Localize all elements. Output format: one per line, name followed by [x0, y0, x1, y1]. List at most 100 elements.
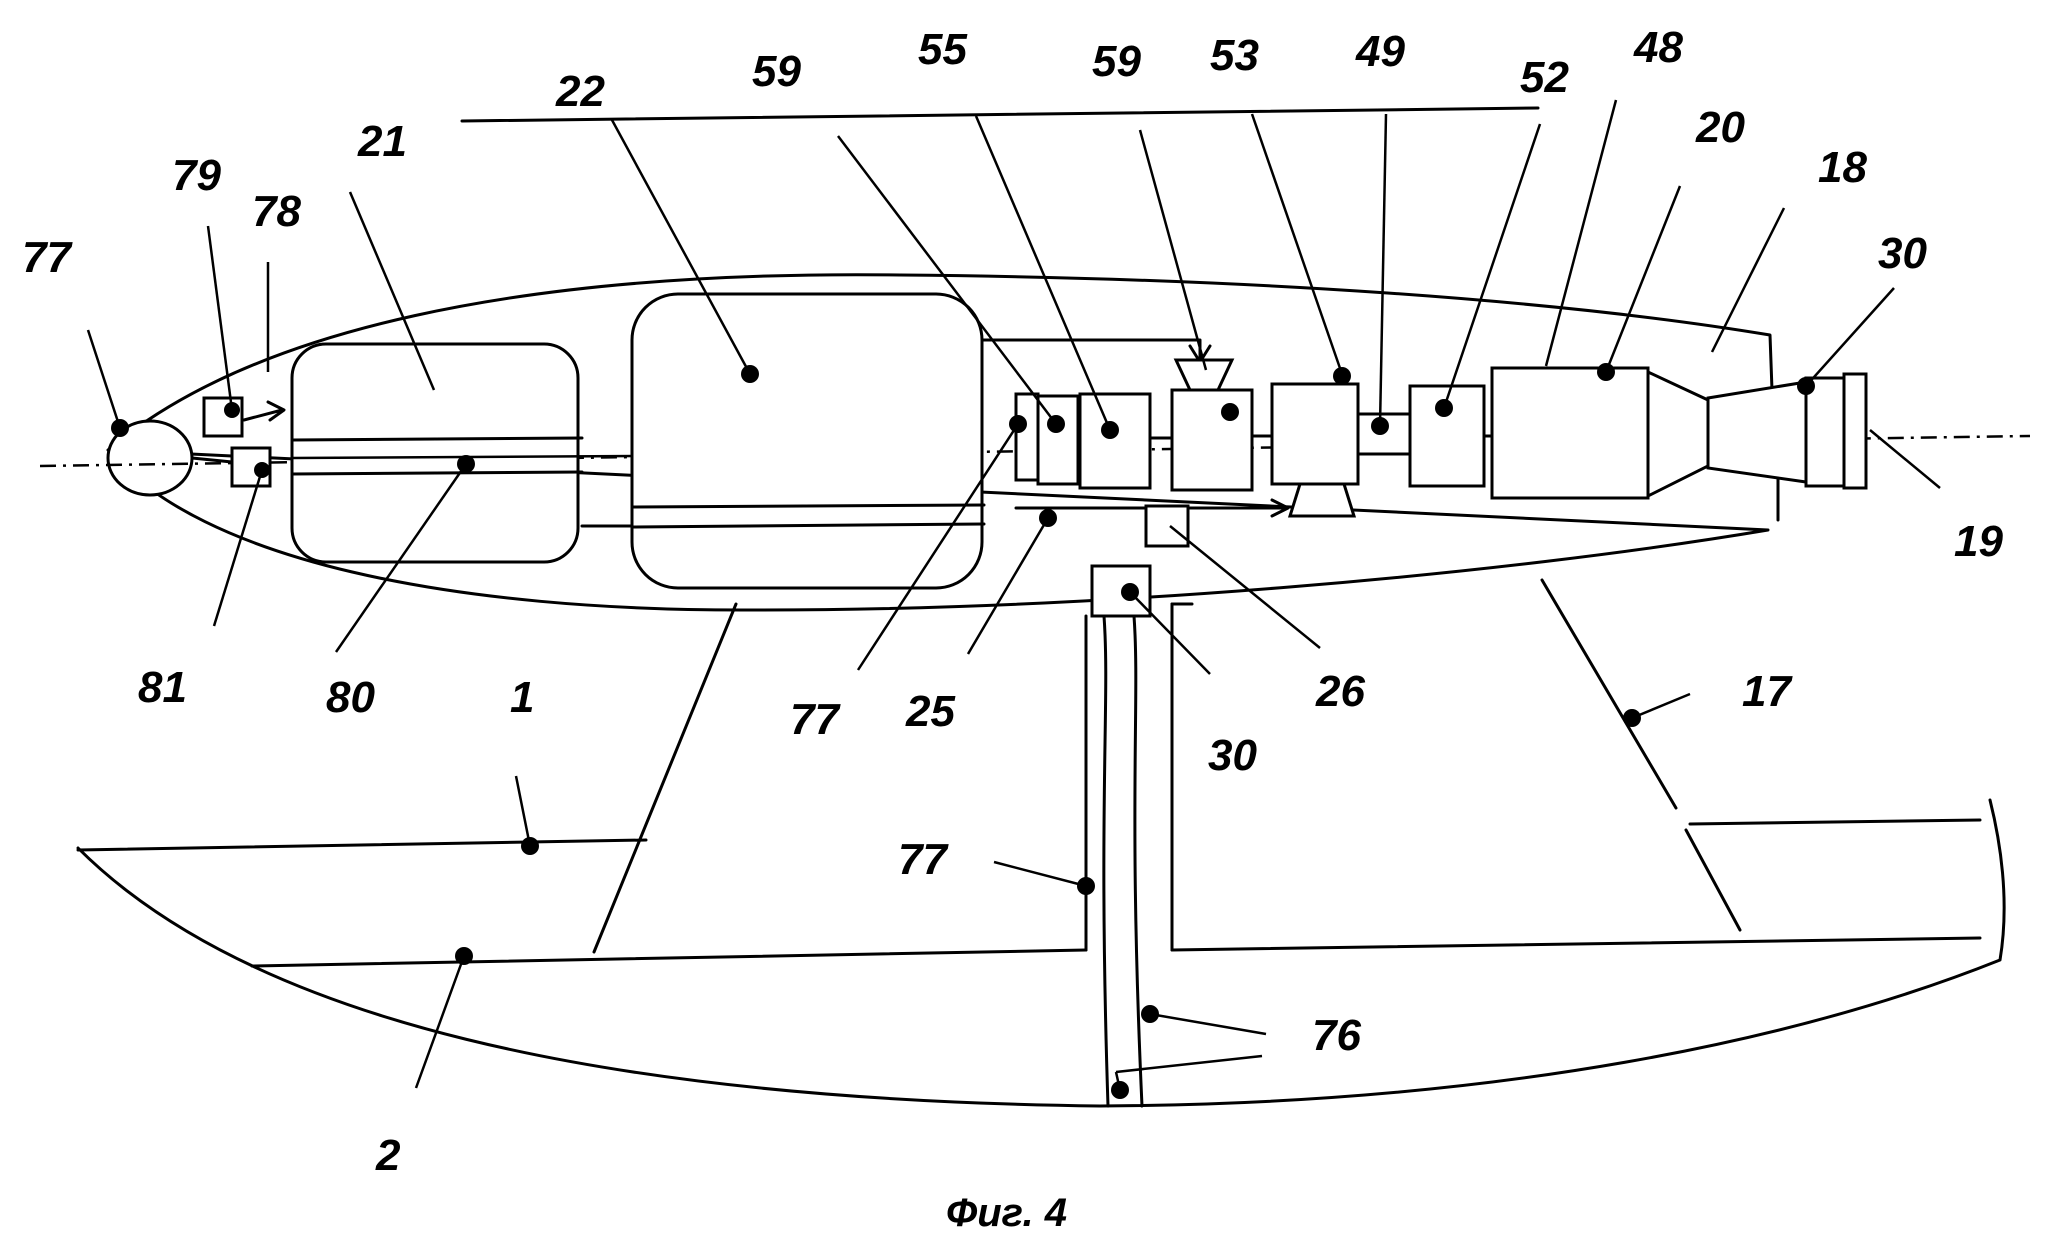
pylon-front	[592, 602, 738, 954]
leader-77-low	[993, 860, 1087, 888]
dot-22	[741, 365, 759, 383]
unit-59-second	[1170, 388, 1254, 492]
pylon-rear	[1540, 578, 1678, 810]
unit-55	[1078, 392, 1152, 490]
label-78: 78	[252, 187, 301, 236]
label-26: 26	[1315, 667, 1365, 716]
label-18: 18	[1818, 143, 1867, 192]
nozzle-30	[1706, 380, 1808, 484]
label-48: 48	[1633, 23, 1683, 72]
label-55: 55	[918, 25, 967, 74]
dot-76-c	[1111, 1081, 1129, 1099]
dot-25	[1039, 509, 1057, 527]
wing	[76, 578, 2006, 1108]
leader-20	[1604, 185, 1682, 373]
dot-1	[521, 837, 539, 855]
dot-77-low	[1077, 877, 1095, 895]
rib-1	[76, 838, 648, 852]
label-30-mid: 30	[1208, 731, 1257, 780]
dot-52	[1435, 399, 1453, 417]
unit-48-20	[1490, 366, 1650, 500]
label-49: 49	[1355, 27, 1405, 76]
leader-52	[1442, 123, 1542, 409]
label-30-right: 30	[1878, 229, 1927, 278]
dot-30-mid	[1121, 583, 1139, 601]
label-1: 1	[510, 673, 534, 722]
unit-77-axis	[1014, 392, 1040, 482]
unit-53	[1270, 382, 1360, 486]
leader-2	[414, 955, 466, 1089]
dot-76-a	[1141, 1005, 1159, 1023]
leader-30-mid	[1129, 591, 1211, 675]
funnel-59	[1173, 358, 1235, 392]
dot-53	[1333, 367, 1351, 385]
label-79: 79	[172, 151, 221, 200]
link-nose-81	[190, 456, 234, 464]
leader-17	[1631, 692, 1691, 720]
tank-22	[630, 292, 984, 590]
label-77-mid: 77	[790, 695, 841, 744]
label-80: 80	[326, 673, 375, 722]
leader-59-b	[1138, 129, 1208, 371]
label-19: 19	[1954, 517, 2003, 566]
wing-leading-outline	[76, 798, 2006, 1108]
nozzle-53-bottom	[1287, 482, 1357, 518]
label-2: 2	[375, 1131, 401, 1180]
tank-22-pipe-lower	[630, 522, 986, 529]
leader-53	[1250, 113, 1344, 375]
hose-76-b	[1132, 614, 1144, 1108]
dot-49	[1371, 417, 1389, 435]
rib-2	[250, 948, 1088, 968]
unit-19-b	[1842, 372, 1868, 490]
leader-25	[966, 517, 1050, 655]
leader-22	[610, 119, 752, 375]
unit-26	[1144, 504, 1190, 548]
dot-30-right	[1797, 377, 1815, 395]
dot-77-left	[111, 419, 129, 437]
leader-76-b	[1115, 1054, 1263, 1074]
dot-79	[224, 402, 240, 418]
figure-caption: Фиг. 4	[946, 1191, 1067, 1235]
label-76: 76	[1312, 1011, 1361, 1060]
leader-76-a	[1149, 1012, 1267, 1036]
rib-17	[1688, 818, 1982, 826]
label-22: 22	[555, 67, 605, 116]
label-20: 20	[1695, 103, 1745, 152]
label-59-a: 59	[752, 47, 801, 96]
feed-arrow-bottom	[1270, 498, 1290, 518]
label-52: 52	[1520, 53, 1569, 102]
leader-80	[334, 463, 468, 653]
top-leader-baseline	[460, 106, 1540, 123]
components	[190, 292, 1868, 618]
rib-2-right	[1170, 936, 1982, 952]
arrow-78	[242, 400, 286, 422]
leader-59-a	[837, 135, 1057, 425]
nozzle-18	[1646, 369, 1710, 499]
leader-21	[348, 191, 436, 391]
label-17: 17	[1742, 667, 1793, 716]
hose-76-a	[1102, 614, 1110, 1108]
label-77-left: 77	[22, 233, 73, 282]
leader-81	[212, 469, 264, 627]
label-21: 21	[357, 117, 407, 166]
leader-49	[1378, 113, 1388, 427]
leader-26	[1169, 525, 1321, 649]
leaders	[86, 99, 1941, 1099]
leader-19	[1869, 429, 1941, 489]
dot-20	[1597, 363, 1615, 381]
dot-55	[1101, 421, 1119, 439]
label-81: 81	[138, 663, 187, 712]
leader-1	[514, 775, 532, 847]
leader-55	[974, 115, 1112, 431]
dot-81	[254, 462, 270, 478]
dot-77-mid	[1009, 415, 1027, 433]
tank-21-pipe-upper	[290, 436, 584, 442]
leader-79	[206, 225, 234, 411]
unit-19-a	[1804, 376, 1846, 488]
dot-59-a	[1047, 415, 1065, 433]
label-77-low: 77	[898, 835, 949, 884]
reference-labels: 77 79 78 21 22 59 55 59 53 49 52 48 20 1…	[22, 23, 2003, 1180]
dot-59-b	[1221, 403, 1239, 421]
dot-17	[1623, 709, 1641, 727]
